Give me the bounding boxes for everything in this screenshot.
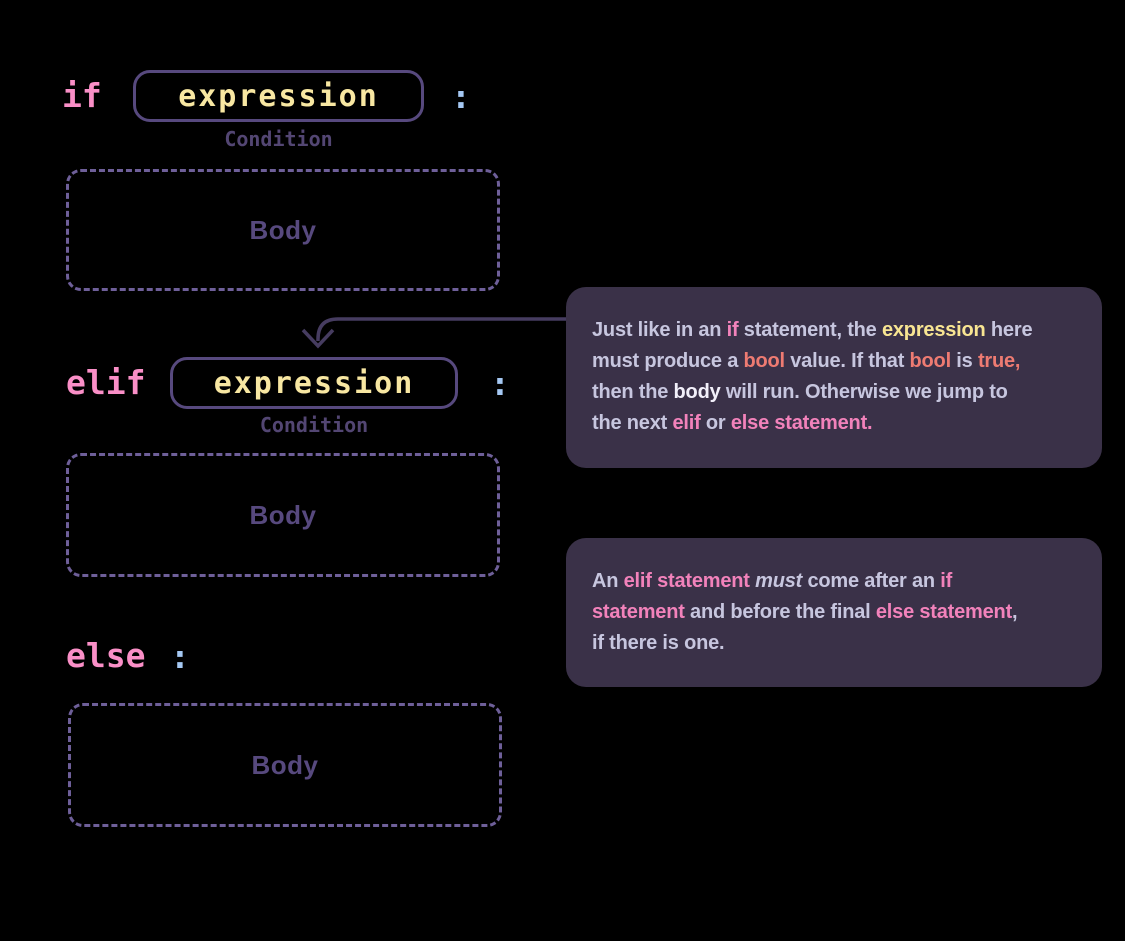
else-body-box: Body	[68, 703, 502, 827]
elif-body-box: Body	[66, 453, 500, 577]
elif-condition-label: Condition	[259, 413, 369, 437]
if-colon: :	[451, 77, 471, 116]
elif-body-label: Body	[249, 499, 317, 530]
elif-keyword: elif	[66, 363, 146, 402]
elif-expression-label: expression	[213, 365, 415, 401]
elif-expression-box: expression	[170, 357, 458, 409]
if-condition-label: Condition	[224, 127, 333, 151]
if-expression-box: expression	[133, 70, 424, 122]
if-body-box: Body	[66, 169, 500, 291]
tooltip-elif-expression: Just like in an if statement, the expres…	[566, 287, 1102, 468]
else-keyword: else	[66, 636, 146, 675]
if-body-label: Body	[249, 214, 317, 245]
else-colon: :	[170, 637, 190, 676]
if-keyword: if	[62, 76, 102, 115]
if-expression-label: expression	[178, 78, 379, 114]
else-body-label: Body	[251, 749, 319, 780]
elif-colon: :	[490, 364, 510, 403]
